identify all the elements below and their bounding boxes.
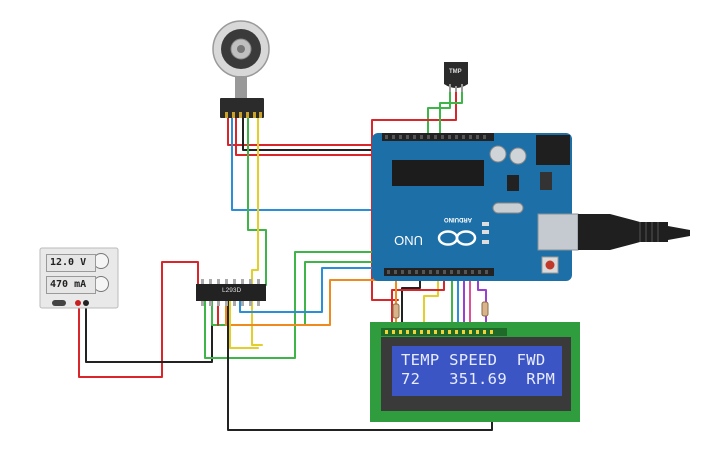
motor-driver-body	[196, 284, 266, 301]
motor-neck	[235, 76, 247, 98]
lcd-line-1: TEMP SPEED FWD	[401, 351, 546, 369]
power-switch[interactable]	[52, 300, 66, 306]
power-jack[interactable]	[536, 135, 570, 165]
sensor-body	[444, 62, 468, 88]
icsp-header	[507, 175, 519, 191]
reset-button-icon[interactable]	[545, 260, 555, 270]
negative-terminal-icon[interactable]	[83, 300, 89, 306]
wire-drv-yellow[interactable]	[229, 300, 259, 349]
wire-psu-negative[interactable]	[85, 300, 213, 363]
usb-plug[interactable]	[578, 214, 668, 250]
lcd-module[interactable]	[370, 322, 580, 422]
psu-voltage-display: 12.0 V	[46, 254, 96, 272]
wire-tmp-red[interactable]	[371, 91, 457, 301]
arduino-top-header[interactable]	[382, 133, 494, 141]
temperature-sensor[interactable]	[444, 62, 468, 92]
wire-lcd-ground[interactable]	[227, 300, 493, 431]
voltage-regulator	[540, 172, 552, 190]
motor-driver-chip[interactable]	[196, 279, 266, 306]
motor-shaft-center	[237, 45, 245, 53]
arduino-model: UNO	[394, 233, 423, 248]
wire-motor-blue[interactable]	[231, 117, 391, 269]
microcontroller-chip	[392, 160, 484, 186]
psu-current-display: 470 mA	[46, 276, 96, 294]
wire-motor-yellow[interactable]	[251, 117, 263, 346]
wire-tmp-signal[interactable]	[439, 91, 463, 138]
sensor-label: TMP	[449, 69, 462, 75]
lcd-screen	[392, 346, 562, 396]
positive-terminal-icon[interactable]	[75, 300, 81, 306]
wire-psu-positive[interactable]	[78, 261, 199, 378]
capacitor-icon	[509, 147, 527, 165]
wire-lcd-yellow[interactable]	[423, 269, 439, 323]
crystal-icon	[492, 202, 524, 214]
encoder-pins	[225, 112, 262, 118]
arduino-logo-icon	[437, 230, 477, 246]
dc-motor[interactable]	[212, 20, 270, 118]
arduino-board[interactable]: UNO ARDUINO	[372, 133, 572, 281]
usb-cable-end	[668, 226, 690, 240]
capacitor-icon	[489, 145, 507, 163]
resistors	[392, 301, 489, 319]
usb-cable[interactable]	[537, 213, 690, 251]
wire-drv-blue[interactable]	[239, 267, 415, 313]
lcd-line-2: 72 351.69 RPM	[401, 370, 556, 388]
arduino-brand: ARDUINO	[444, 216, 472, 222]
motor-driver-label: L293D	[222, 287, 242, 294]
usb-port	[537, 213, 579, 251]
